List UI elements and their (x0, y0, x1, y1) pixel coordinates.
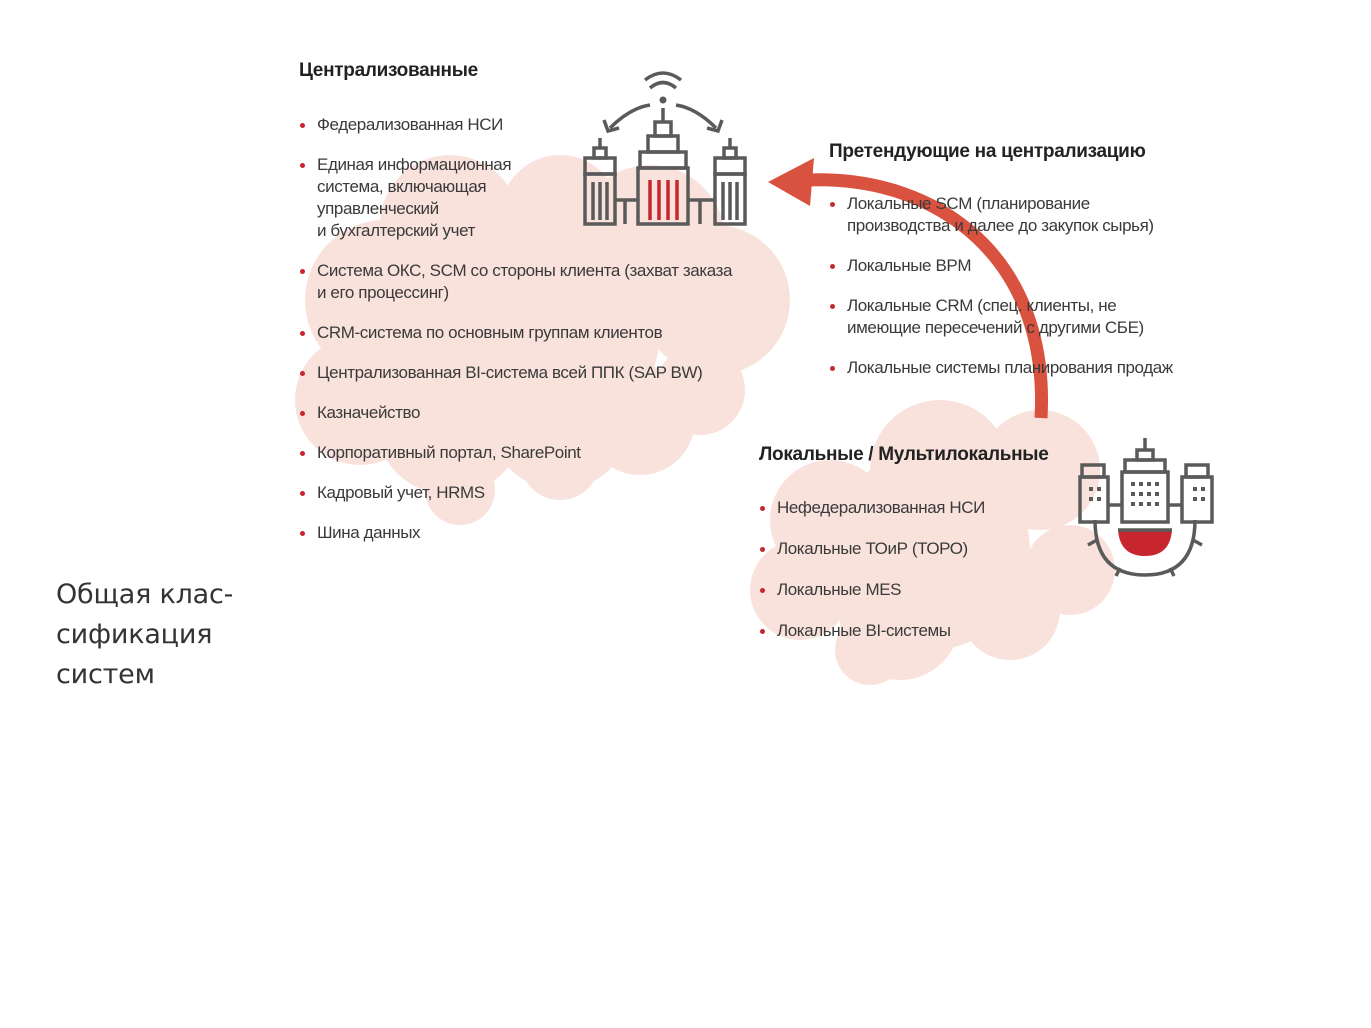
local-title: Локальные / Мультилокальные (759, 444, 1049, 465)
centralized-item: Шина данных (299, 522, 759, 544)
centralized-cloud (295, 155, 790, 525)
centralized-item: Корпоративный портал, SharePoint (299, 442, 759, 464)
claiming-item: Локальные CRM (спец. клиенты, не имеющие… (829, 295, 1249, 339)
slide-title: Общая клас- сификация систем (56, 579, 234, 690)
tower-accent-columns (648, 180, 679, 220)
local-list: Нефедерализованная НСИ Локальные ТОиР (Т… (759, 497, 1079, 661)
centralized-item: Единая информационная система, включающа… (299, 154, 759, 242)
centralized-item: Федерализованная НСИ (299, 114, 759, 136)
factory-windows (1089, 482, 1205, 506)
local-item: Нефедерализованная НСИ (759, 497, 1079, 519)
claiming-item: Локальные SCM (планирование производства… (829, 193, 1249, 237)
claiming-item: Локальные BPM (829, 255, 1249, 277)
centralized-title: Централизованные (299, 60, 478, 81)
local-item: Локальные MES (759, 579, 1079, 601)
centralized-item: CRM-система по основным группам клиентов (299, 322, 759, 344)
centralized-item: Система ОКС, SCM со стороны клиента (зах… (299, 260, 759, 304)
local-item: Локальные BI-системы (759, 620, 1079, 642)
local-cloud (750, 400, 1115, 685)
local-item: Локальные ТОиР (ТОРО) (759, 538, 1079, 560)
claiming-item: Локальные системы планирования продаж (829, 357, 1249, 379)
centralized-item: Казначейство (299, 402, 759, 424)
centralized-item: Кадровый учет, HRMS (299, 482, 759, 504)
migration-arrow (768, 158, 1048, 419)
claiming-title: Претендующие на централизацию (829, 141, 1146, 162)
factory-gear-icon (1078, 438, 1214, 577)
claiming-list: Локальные SCM (планирование производства… (829, 193, 1249, 397)
centralized-list: Федерализованная НСИ Единая информационн… (299, 114, 759, 562)
centralized-item: Централизованная BI-система всей ППК (SA… (299, 362, 759, 384)
university-tower-icon (583, 71, 747, 226)
